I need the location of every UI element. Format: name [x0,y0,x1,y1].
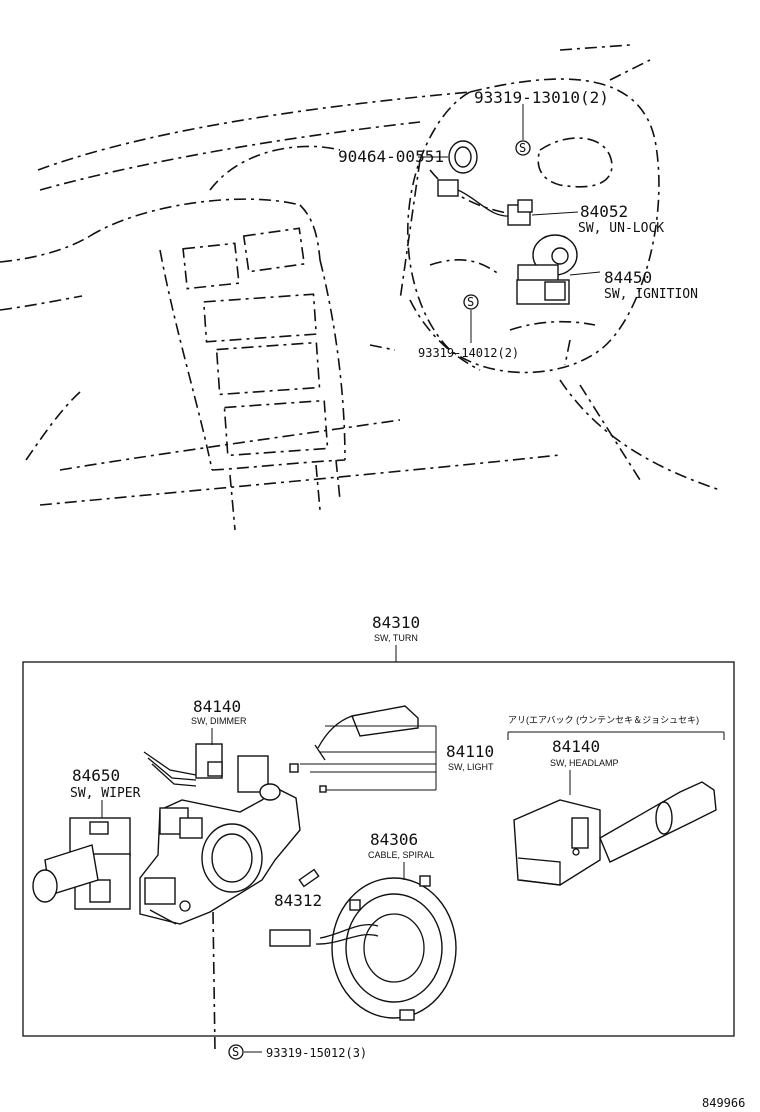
headlamp-switch-shape [513,781,717,886]
airbag-note: アリ(エアバック (ウンテンセキ＆ジョシュセキ) [508,715,699,725]
light-switch-shape [289,705,437,793]
label-93319-15012: 93319-15012(3) [266,1046,367,1060]
svg-text:S: S [519,141,526,155]
label-93319-13010: 93319-13010(2) [474,88,609,107]
unlock-switch-shape [437,179,533,226]
label-93319-14012: 93319-14012(2) [418,346,519,360]
cover-90464-00551-shape [448,140,478,174]
label-84650-name: SW, WIPER [70,786,141,801]
dimmer-switch-shape [143,743,223,787]
svg-text:S: S [232,1045,239,1059]
label-84140-dimmer-number: 84140 [193,697,241,716]
diagram-id: 849966 [702,1096,745,1110]
label-84140-headlamp-number: 84140 [552,737,600,756]
label-84140-headlamp-name: SW, HEADLAMP [550,758,619,768]
label-84052-number: 84052 [580,202,628,221]
label-84140-dimmer-name: SW, DIMMER [191,716,247,726]
label-84052-name: SW, UN-LOCK [578,221,664,236]
assembly-frame [22,661,735,1037]
label-84650-number: 84650 [72,766,120,785]
clip-84312-shape [298,868,320,888]
label-84110-number: 84110 [446,742,494,761]
label-90464-00551: 90464-00551 [338,147,444,166]
turn-switch-body-shape [139,755,301,925]
spiral-cable-shape [269,875,457,1021]
svg-text:S: S [467,295,474,309]
label-84310-name: SW, TURN [374,633,418,643]
label-84450-name: SW, IGNITION [604,287,698,302]
label-84310-number: 84310 [372,613,420,632]
ignition-switch-shape [516,234,578,305]
label-84312: 84312 [274,891,322,910]
label-84306-number: 84306 [370,830,418,849]
label-84110-name: SW, LIGHT [448,762,494,772]
dashboard-illustration: S S [0,44,721,531]
screw-symbol-1: S [515,140,531,156]
label-84450-number: 84450 [604,268,652,287]
screw-symbol-2: S [463,294,479,310]
screw-symbol-3: S [228,1044,244,1060]
wiper-switch-shape [32,817,131,910]
label-84306-name: CABLE, SPIRAL [368,850,435,860]
